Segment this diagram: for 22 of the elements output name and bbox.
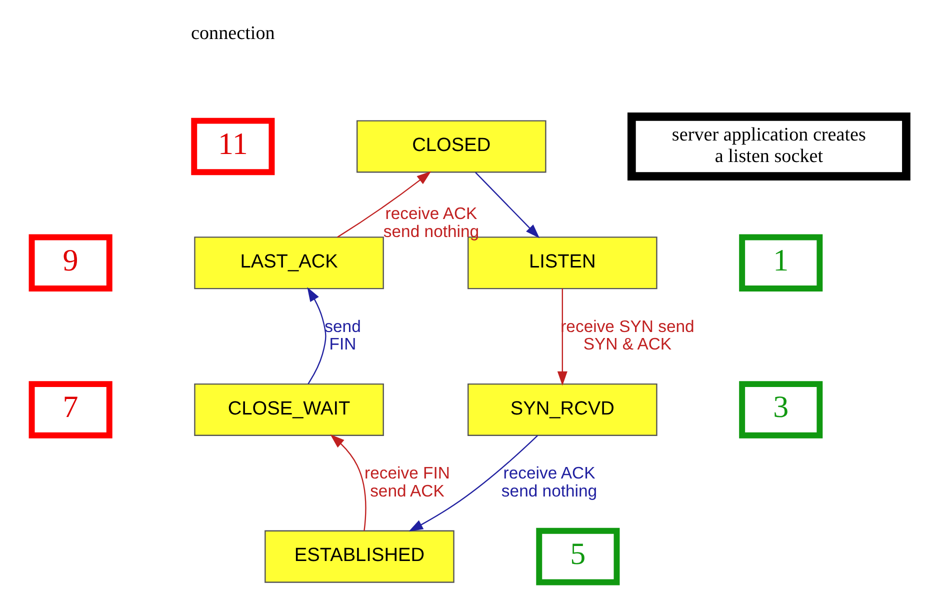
label: connection [190, 22, 274, 44]
arrow [408, 435, 538, 532]
node-box: 1 [738, 234, 822, 292]
arrow [336, 171, 431, 238]
node-box: CLOSED [356, 120, 546, 173]
edge-label: receive FIN send ACK [364, 464, 450, 501]
node-box: ESTABLISHED [264, 530, 454, 583]
node-box: LAST_ACK [194, 236, 384, 290]
arrow [556, 288, 567, 386]
arrow [330, 434, 366, 531]
node-box: server application creates a listen socket [626, 112, 910, 180]
edge-label: receive ACK send nothing [500, 464, 597, 501]
node-box: 11 [190, 118, 274, 176]
node-box: CLOSE_WAIT [194, 383, 384, 436]
arrow [474, 172, 540, 238]
arrow [306, 287, 326, 384]
node-box: SYN_RCVD [467, 383, 657, 436]
node-box: 9 [28, 234, 112, 292]
node-box: 7 [28, 381, 112, 438]
node-box: 3 [738, 381, 822, 438]
node-box: 5 [536, 528, 620, 586]
edge-label: send FIN [324, 316, 360, 354]
